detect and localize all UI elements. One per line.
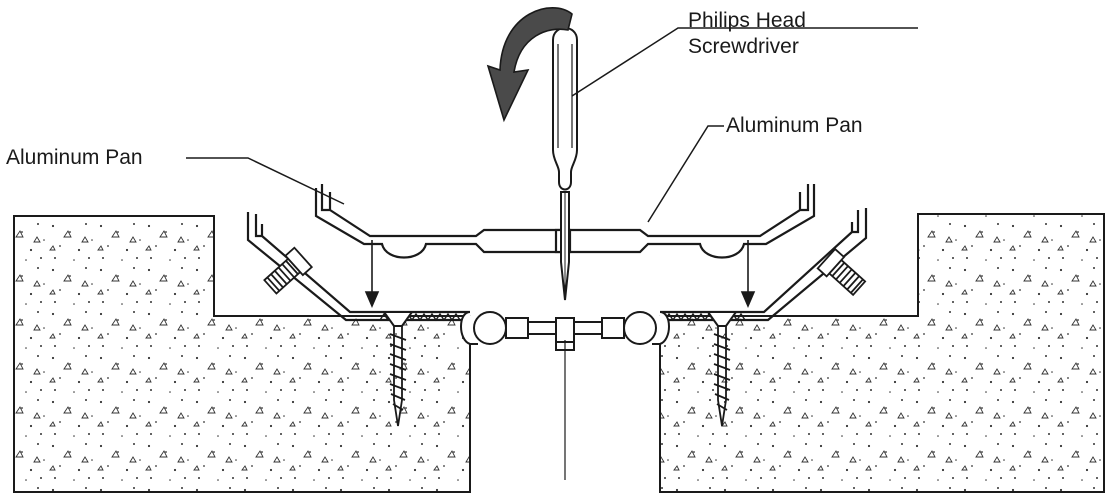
- adjustment-bolt-right: [816, 247, 867, 297]
- drop-arrow-right: [740, 240, 756, 309]
- screwdriver-label-line1: Philips Head: [688, 9, 806, 32]
- concrete-slab-right: [659, 213, 1105, 493]
- anchor-screw-left: [389, 326, 407, 427]
- adjustment-bolt-left: [263, 246, 314, 295]
- center-seal-hinge: [460, 311, 670, 351]
- drop-arrow-left: [364, 240, 380, 309]
- aluminum-pan-right-label: Aluminum Pan: [726, 114, 863, 137]
- screwdriver: [552, 27, 578, 301]
- leader-lines: [186, 27, 918, 223]
- rotation-arrow: [486, 7, 573, 123]
- screwdriver-label-line2: Screwdriver: [688, 35, 799, 58]
- anchor-screw-right: [713, 326, 731, 427]
- screwdriver-label: Philips Head Screwdriver: [688, 8, 806, 60]
- aluminum-pan-left-label: Aluminum Pan: [6, 146, 143, 169]
